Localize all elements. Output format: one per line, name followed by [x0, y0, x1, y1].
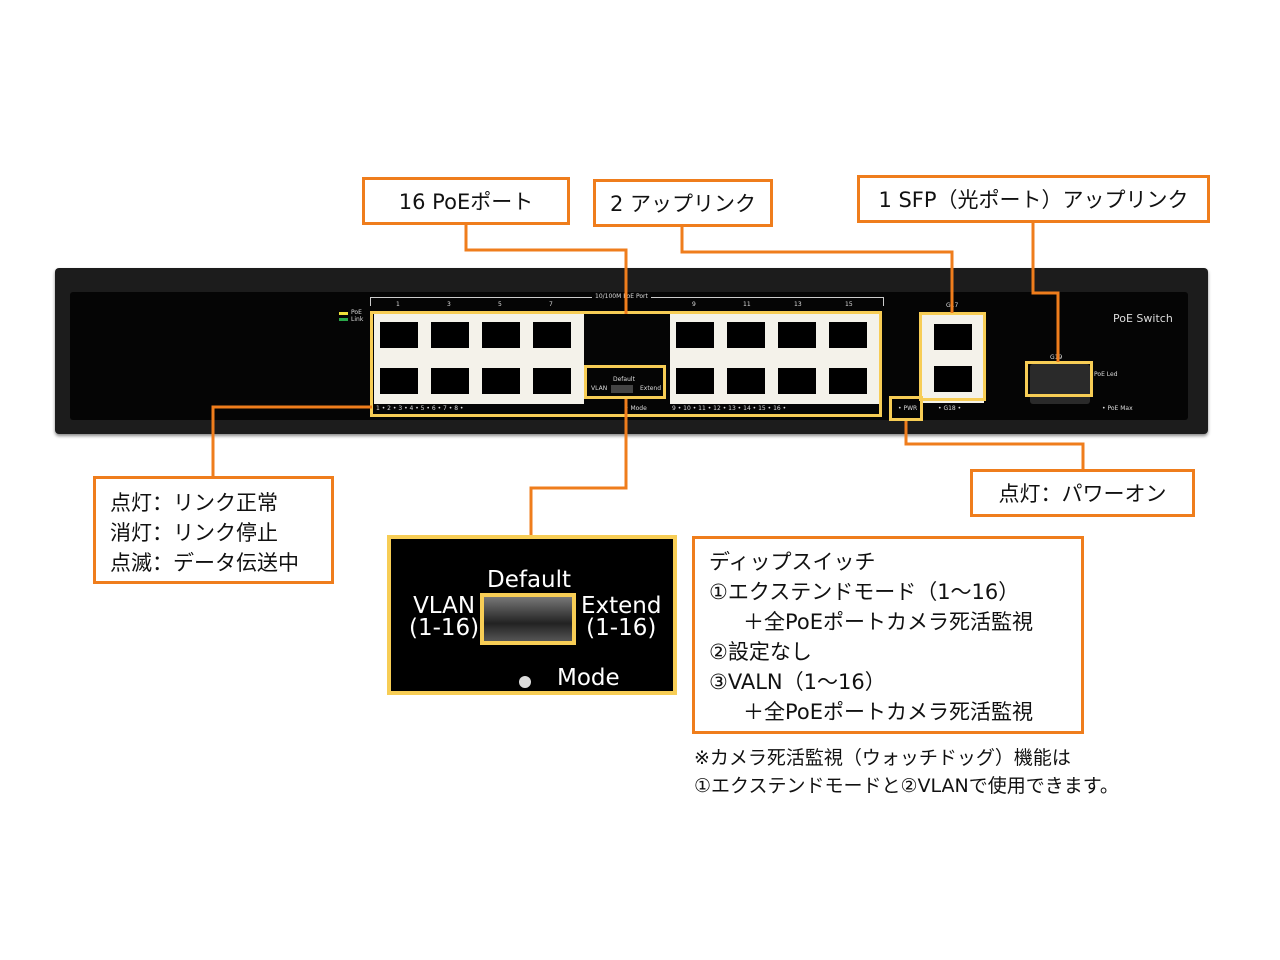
port-number-3: 3 [447, 301, 451, 308]
led-status-off: 消灯：リンク停止 [110, 521, 278, 545]
leader-led [211, 405, 372, 476]
legend-poe: PoE [351, 309, 362, 316]
dip-option-2: ②設定なし [709, 640, 812, 664]
highlight-dip [584, 365, 666, 399]
dip-option-3: ③VALN（1～16） [709, 670, 886, 694]
dip-zoom-default: Default [487, 567, 572, 593]
brand-label: PoE Switch [1113, 312, 1173, 325]
poe-led-label: PoE Led [1094, 371, 1118, 378]
dip-zoom-slider[interactable] [480, 593, 576, 645]
led-status-on: 点灯：リンク正常 [110, 491, 278, 515]
port-number-15: 15 [845, 301, 853, 308]
g18-label: • G18 • [938, 405, 962, 412]
pwr-led-label: • PWR [898, 405, 918, 412]
dip-switch-small[interactable]: Default VLAN Extend [586, 366, 664, 398]
leader-sfp [1031, 222, 1060, 362]
dip-option-1-detail: ＋全PoEポートカメラ死活監視 [743, 610, 1034, 634]
poe-max-label: • PoE Max [1102, 405, 1133, 412]
footnote: ※カメラ死活監視（ウォッチドッグ）機能は ①エクステンドモードと②VLANで使用… [694, 744, 1119, 800]
poe-port-12[interactable] [723, 364, 769, 400]
leader-dip [529, 399, 628, 535]
legend-link: Link [351, 316, 364, 323]
port-number-1: 1 [396, 301, 400, 308]
dip-title: ディップスイッチ [709, 550, 876, 574]
poe-port-13[interactable] [774, 318, 820, 354]
led-row-right: 9 • 10 • 11 • 12 • 13 • 14 • 15 • 16 • [672, 405, 787, 412]
poe-port-4[interactable] [427, 364, 473, 400]
dip-zoom-vlan-range: (1-16) [409, 615, 480, 641]
dip-zoom-vlan: VLAN (1-16) [409, 593, 480, 641]
port-number-7: 7 [549, 301, 553, 308]
legend-link-swatch [339, 318, 348, 321]
sfp-port-g19[interactable] [1030, 364, 1090, 404]
led-row-mode: • Mode [625, 405, 647, 412]
highlight-uplinks [919, 312, 986, 401]
leader-power [904, 421, 1085, 469]
legend-poe-swatch [339, 312, 348, 315]
highlight-pwr [889, 396, 923, 421]
callout-sfp: 1 SFP（光ポート）アップリンク [857, 175, 1210, 223]
callout-uplinks: 2 アップリンク [593, 179, 773, 227]
port-number-13: 13 [794, 301, 802, 308]
dip-slider [611, 385, 633, 393]
dip-zoom-extend-label: Extend [581, 593, 662, 619]
led-status-blink: 点滅：データ伝送中 [110, 551, 299, 575]
callout-dip-switch: ディップスイッチ ①エクステンドモード（1～16） ＋全PoEポートカメラ死活監… [692, 536, 1084, 734]
port-number-9: 9 [692, 301, 696, 308]
poe-port-9[interactable] [672, 318, 718, 354]
port-number-11: 11 [743, 301, 751, 308]
dip-vlan-label: VLAN [591, 385, 608, 392]
dip-zoom-extend: Extend (1-16) [581, 593, 662, 641]
poe-port-1[interactable] [376, 318, 422, 354]
poe-port-7[interactable] [529, 318, 575, 354]
g19-label: G19 [1050, 354, 1063, 361]
dip-zoom-extend-range: (1-16) [586, 615, 657, 641]
poe-port-2[interactable] [376, 364, 422, 400]
poe-port-5[interactable] [478, 318, 524, 354]
mode-led-dot [519, 676, 531, 688]
callout-poe-ports: 16 PoEポート [362, 177, 570, 225]
port-group-label: 10/100M PoE Port [592, 293, 651, 300]
footnote-line-1: ※カメラ死活監視（ウォッチドッグ）機能は [694, 747, 1071, 769]
highlight-sfp [1025, 361, 1093, 397]
poe-port-15[interactable] [825, 318, 871, 354]
port-number-5: 5 [498, 301, 502, 308]
led-row-left: 1 • 2 • 3 • 4 • 5 • 6 • 7 • 8 • [376, 405, 464, 412]
uplink-port-g17[interactable] [930, 320, 976, 356]
poe-port-10[interactable] [672, 364, 718, 400]
callout-led-status: 点灯：リンク正常 消灯：リンク停止 点滅：データ伝送中 [93, 476, 334, 584]
callout-power: 点灯：パワーオン [970, 469, 1195, 517]
dip-zoom-mode: Mode [557, 665, 620, 691]
dip-option-3-detail: ＋全PoEポートカメラ死活監視 [743, 700, 1034, 724]
dip-extend-label: Extend [640, 385, 661, 392]
dip-option-1: ①エクステンドモード（1～16） [709, 580, 1020, 604]
poe-port-11[interactable] [723, 318, 769, 354]
poe-port-3[interactable] [427, 318, 473, 354]
dip-zoom-vlan-label: VLAN [413, 593, 476, 619]
leader-poe-ports [464, 224, 628, 314]
dip-switch-zoom: Default VLAN (1-16) Extend (1-16) Mode [387, 535, 677, 695]
poe-port-6[interactable] [478, 364, 524, 400]
footnote-line-2: ①エクステンドモードと②VLANで使用できます。 [694, 775, 1119, 797]
poe-port-14[interactable] [774, 364, 820, 400]
poe-port-16[interactable] [825, 364, 871, 400]
uplink-port-g18[interactable] [930, 362, 976, 398]
poe-port-8[interactable] [529, 364, 575, 400]
leader-uplinks [680, 226, 954, 313]
dip-default-label: Default [613, 376, 635, 383]
